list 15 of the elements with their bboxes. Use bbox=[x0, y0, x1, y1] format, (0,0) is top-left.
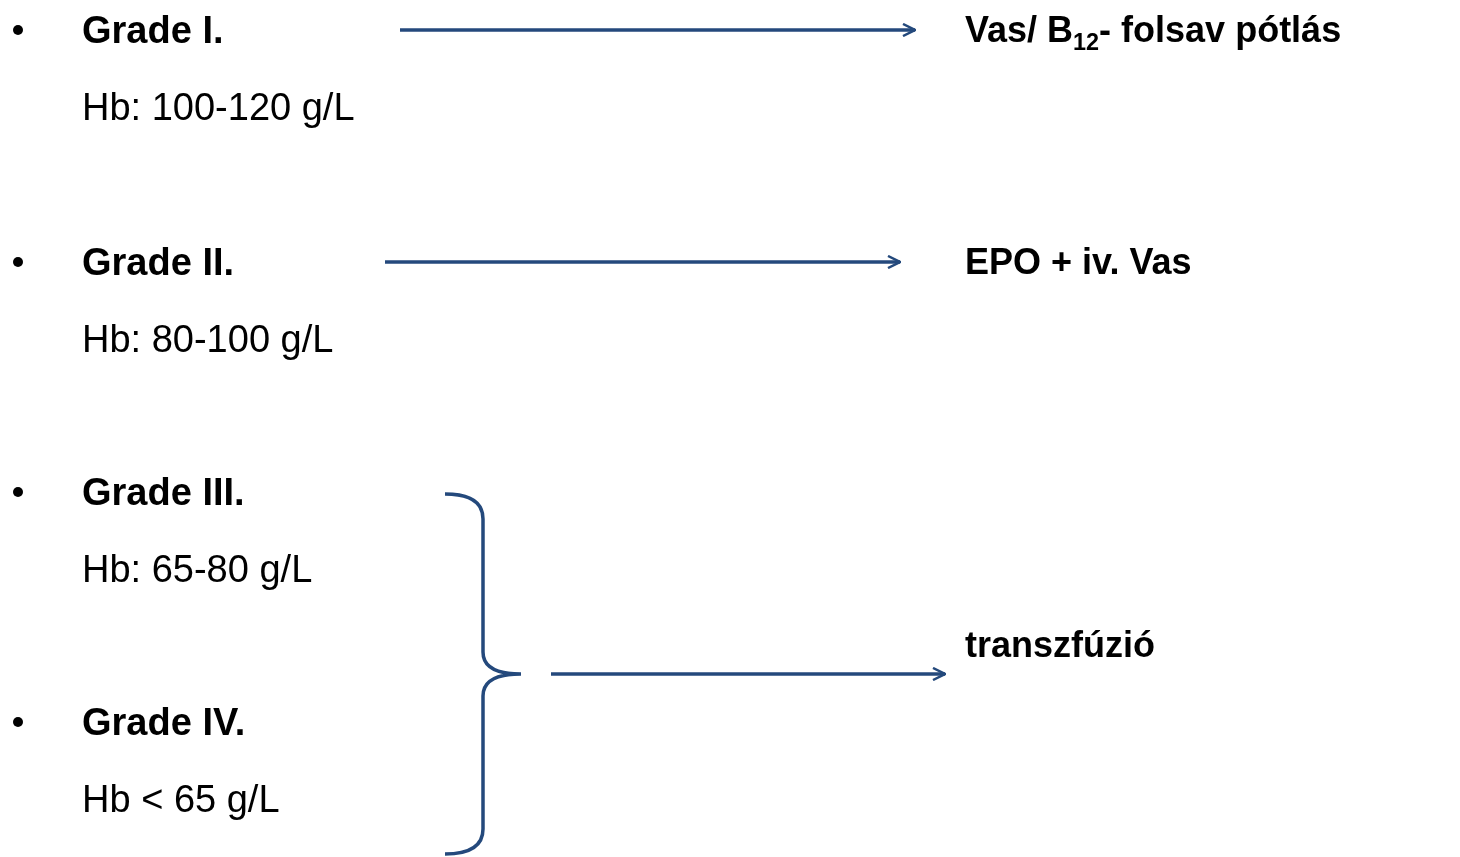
grade-title: Grade II. bbox=[82, 240, 235, 285]
hemoglobin-range: Hb: 80-100 g/L bbox=[82, 317, 334, 362]
treatment-label: transzfúzió bbox=[945, 620, 1155, 670]
arrow bbox=[400, 22, 917, 38]
curly-brace bbox=[443, 492, 523, 856]
grade-title: Grade III. bbox=[82, 470, 245, 515]
treatment-label: EPO + iv. Vas bbox=[900, 237, 1192, 287]
hemoglobin-range: Hb: 100-120 g/L bbox=[82, 85, 355, 130]
grade-title: Grade I. bbox=[82, 8, 224, 53]
treatment-label: Vas/ B$_{12}$- folsav pótlás bbox=[915, 5, 1342, 55]
hemoglobin-range: Hb: 65-80 g/L bbox=[82, 547, 313, 592]
brace-arrow bbox=[551, 666, 947, 682]
arrow bbox=[385, 254, 902, 270]
hemoglobin-range: Hb < 65 g/L bbox=[82, 777, 280, 822]
grade-title: Grade IV. bbox=[82, 700, 246, 745]
